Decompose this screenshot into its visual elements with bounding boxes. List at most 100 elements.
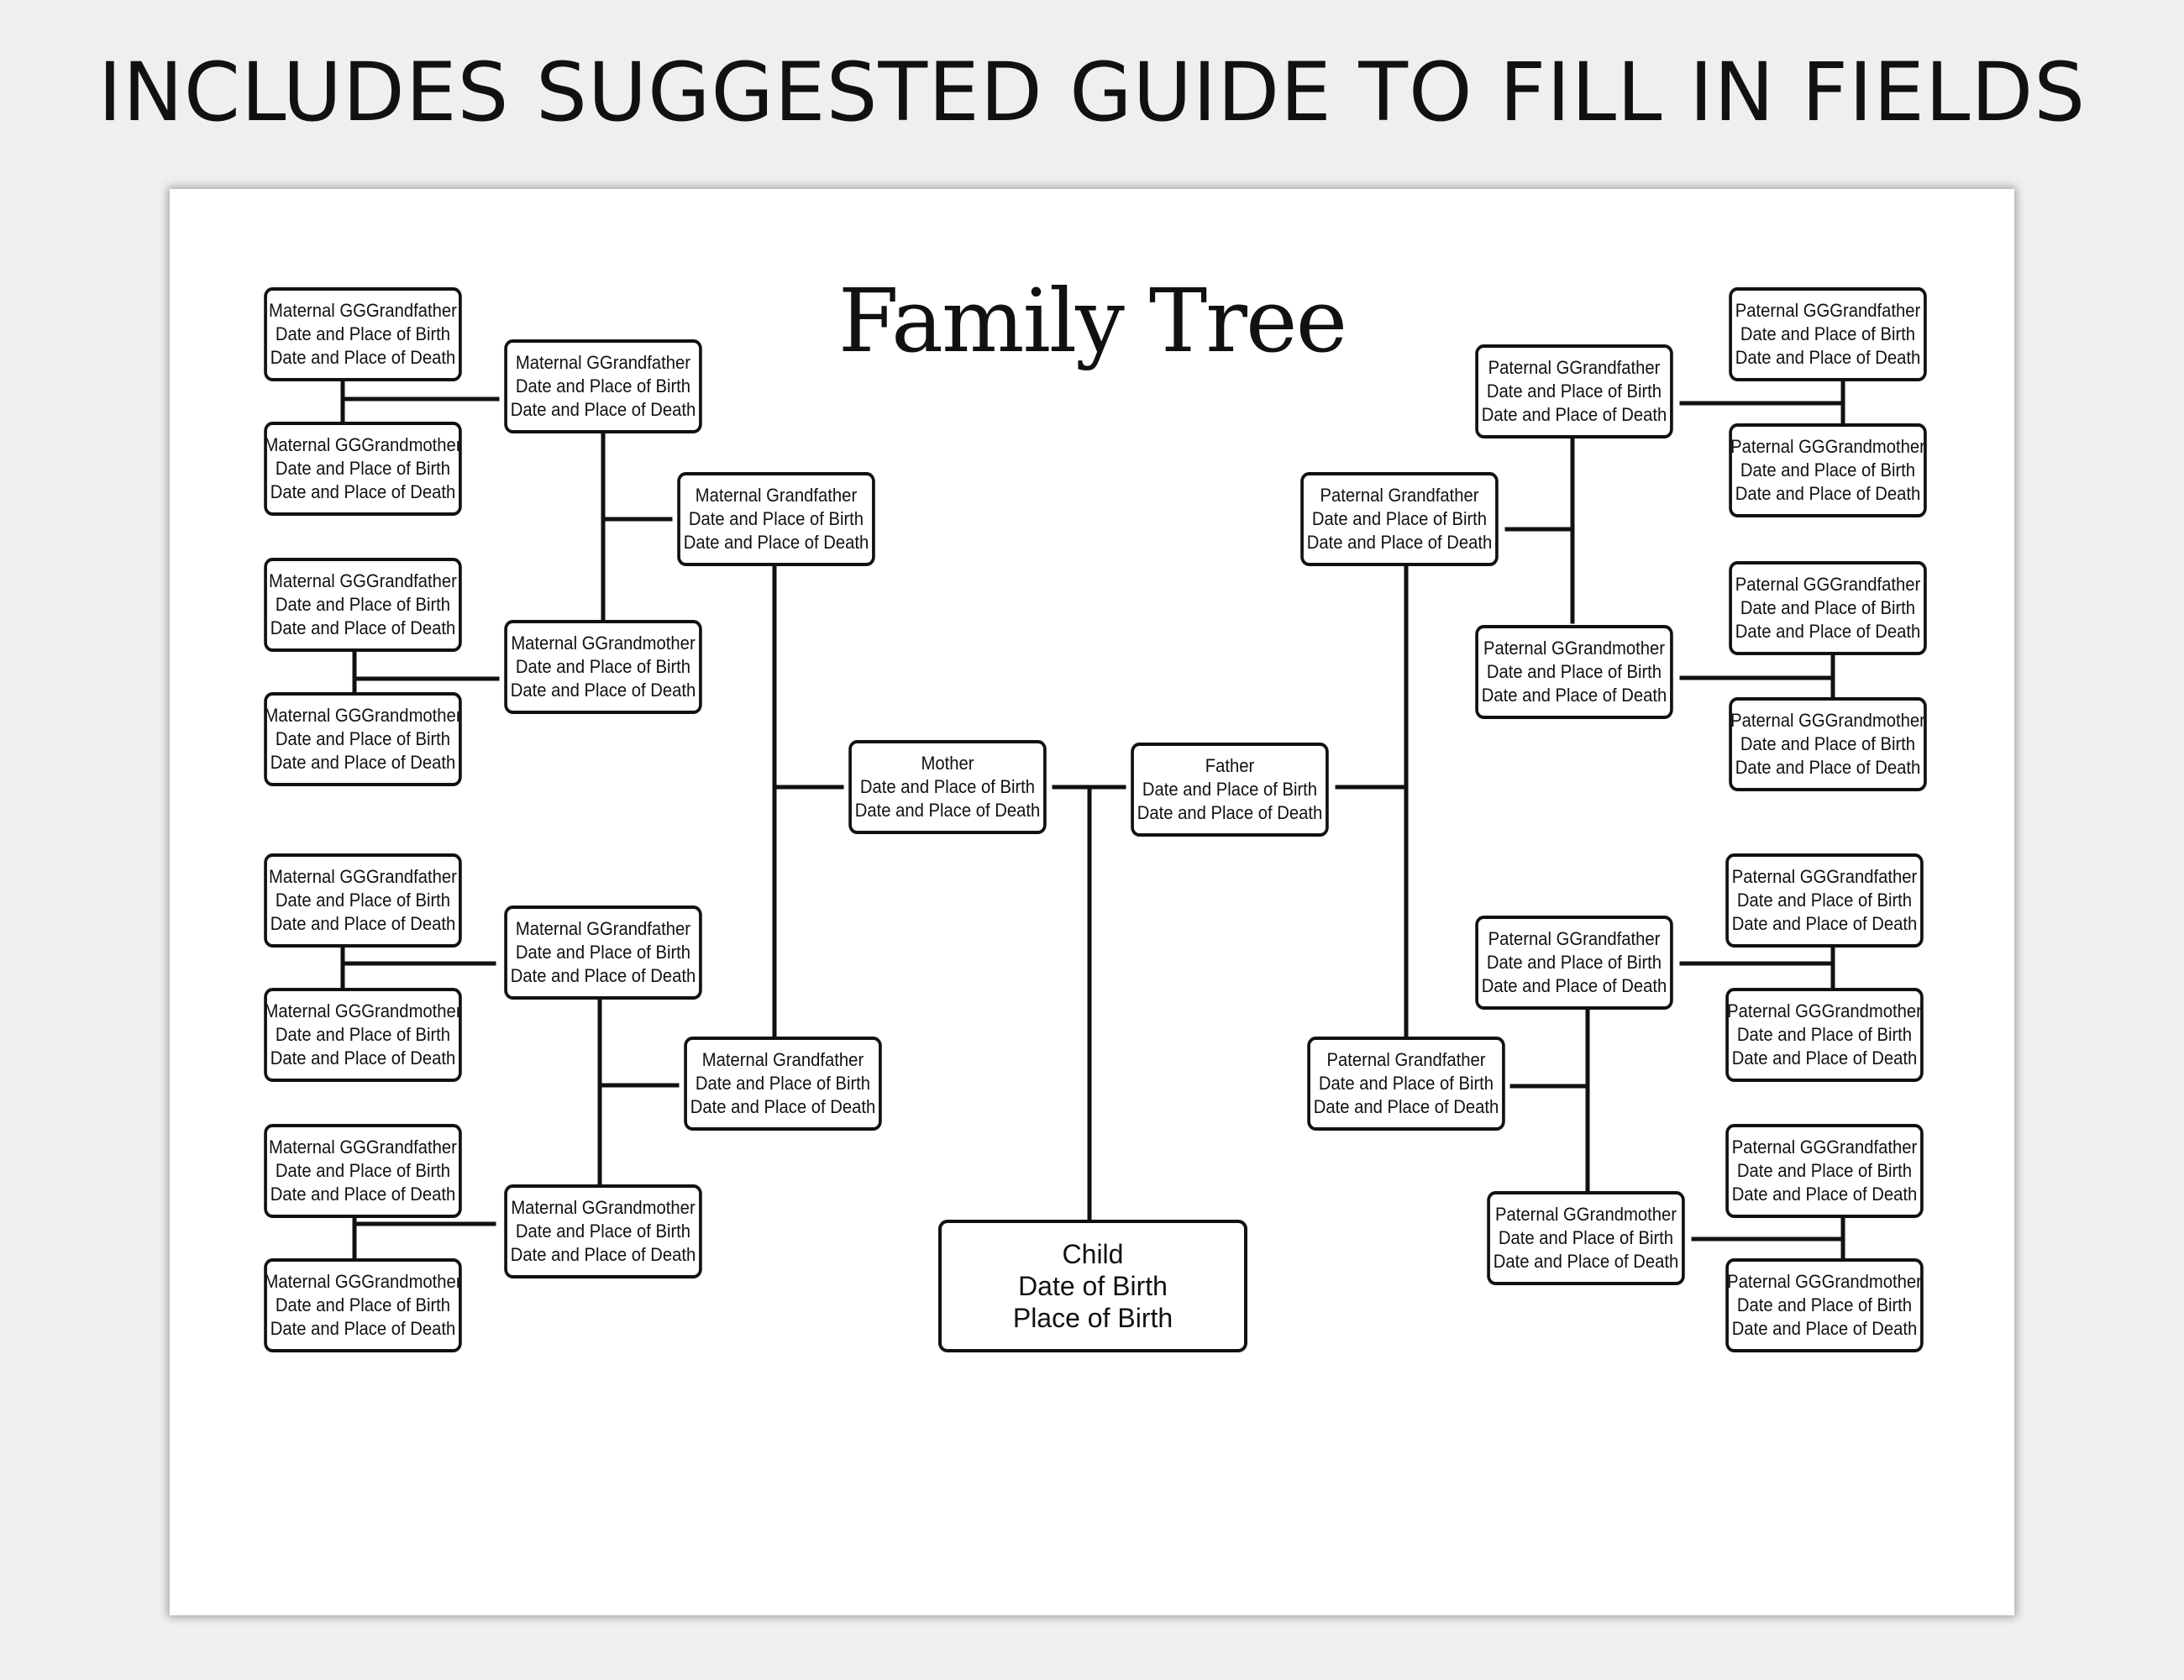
connector (1679, 654, 1835, 702)
box-death: Date and Place of Death (1731, 913, 1918, 934)
paternal-grandfather-box[interactable]: Paternal Grandfather Date and Place of B… (1307, 1037, 1505, 1131)
box-birth-place: Place of Birth (1012, 1303, 1173, 1333)
paternal-gggrandfather-box[interactable]: Paternal GGGrandfather Date and Place of… (1729, 561, 1927, 655)
box-birth: Date and Place of Birth (1740, 459, 1916, 480)
maternal-gggrandmother-box[interactable]: Maternal GGGrandmother Date and Place of… (264, 988, 462, 1082)
box-name: Maternal GGGrandmother (264, 1000, 462, 1021)
box-name: Maternal GGGrandfather (269, 570, 457, 591)
tree-sheet (170, 189, 2014, 1615)
paternal-ggrandmother-box[interactable]: Paternal GGrandmother Date and Place of … (1475, 625, 1673, 719)
box-birth: Date and Place of Birth (1486, 381, 1662, 402)
connector (597, 997, 680, 1189)
box-birth: Date and Place of Birth (1486, 661, 1662, 682)
box-birth: Date and Place of Birth (1736, 1294, 1913, 1315)
box-birth: Date and Place of Birth (515, 375, 691, 396)
box-name: Maternal Grandfather (701, 1049, 864, 1070)
box-death: Date and Place of Death (854, 800, 1041, 821)
box-death: Date and Place of Death (1481, 685, 1667, 706)
paternal-gggrandmother-box[interactable]: Paternal GGGrandmother Date and Place of… (1725, 988, 1924, 1082)
maternal-gggrandfather-box[interactable]: Maternal GGGrandfather Date and Place of… (264, 1124, 462, 1218)
maternal-grandfather-box[interactable]: Maternal Grandfather Date and Place of B… (677, 472, 875, 566)
maternal-gggrandfather-box[interactable]: Maternal GGGrandfather Date and Place of… (264, 287, 462, 381)
paternal-ggrandfather-box[interactable]: Paternal GGrandfather Date and Place of … (1475, 344, 1673, 438)
maternal-gggrandmother-box[interactable]: Maternal GGGrandmother Date and Place of… (264, 422, 462, 516)
box-birth: Date and Place of Birth (1740, 597, 1916, 618)
box-birth: Date and Place of Birth (1740, 323, 1916, 344)
tree-title: Family Tree (837, 270, 1347, 372)
box-death: Date and Place of Death (1735, 757, 1921, 778)
box-birth: Date and Place of Birth (1311, 508, 1488, 529)
mother-box[interactable]: Mother Date and Place of Birth Date and … (848, 740, 1047, 834)
box-name: Paternal GGGrandmother (1730, 436, 1925, 457)
box-death: Date and Place of Death (1735, 483, 1921, 504)
box-death: Date and Place of Death (683, 532, 869, 553)
box-birth: Date and Place of Birth (515, 942, 691, 963)
maternal-ggrandfather-box[interactable]: Maternal GGrandfather Date and Place of … (504, 906, 702, 1000)
box-death: Date and Place of Death (1137, 802, 1323, 823)
paternal-gggrandfather-box[interactable]: Paternal GGGrandfather Date and Place of… (1729, 287, 1927, 381)
connector (1504, 436, 1575, 624)
connector (1335, 564, 1409, 1041)
connector (352, 1215, 496, 1268)
box-birth: Date and Place of Birth (1498, 1227, 1674, 1248)
box-name: Paternal GGGrandfather (1731, 866, 1918, 887)
box-name: Paternal Grandfather (1320, 485, 1479, 506)
maternal-ggrandmother-box[interactable]: Maternal GGrandmother Date and Place of … (504, 620, 702, 714)
box-name: Paternal GGrandfather (1488, 928, 1661, 949)
box-death: Date and Place of Death (510, 399, 696, 420)
box-name: Maternal GGGrandmother (264, 705, 462, 726)
box-death: Date and Place of Death (510, 965, 696, 986)
box-birth: Date and Place of Birth (275, 890, 451, 911)
box-death: Date and Place of Death (1313, 1096, 1499, 1117)
maternal-grandfather-box[interactable]: Maternal Grandfather Date and Place of B… (684, 1037, 882, 1131)
box-name: Maternal GGGrandfather (269, 300, 457, 321)
box-death: Date and Place of Death (270, 1184, 456, 1205)
box-birth: Date and Place of Birth (515, 1221, 691, 1242)
connector (340, 377, 500, 427)
child-box[interactable]: Child Date of Birth Place of Birth (938, 1220, 1247, 1352)
paternal-gggrandmother-box[interactable]: Paternal GGGrandmother Date and Place of… (1729, 423, 1927, 517)
box-birth: Date and Place of Birth (688, 508, 864, 529)
box-death: Date and Place of Death (1481, 975, 1667, 996)
maternal-ggrandfather-box[interactable]: Maternal GGrandfather Date and Place of … (504, 339, 702, 433)
paternal-gggrandfather-box[interactable]: Paternal GGGrandfather Date and Place of… (1725, 853, 1924, 948)
box-birth: Date and Place of Birth (275, 458, 451, 479)
paternal-ggrandmother-box[interactable]: Paternal GGrandmother Date and Place of … (1487, 1191, 1685, 1285)
headline: INCLUDES SUGGESTED GUIDE TO FILL IN FIEL… (97, 45, 2087, 139)
maternal-gggrandfather-box[interactable]: Maternal GGGrandfather Date and Place of… (264, 853, 462, 948)
box-death: Date and Place of Death (1735, 621, 1921, 642)
box-name: Paternal GGGrandmother (1727, 1271, 1922, 1292)
box-death: Date and Place of Death (270, 1047, 456, 1068)
box-name: Maternal GGGrandfather (269, 866, 457, 887)
box-name: Maternal GGGrandmother (264, 1271, 462, 1292)
box-birth: Date and Place of Birth (275, 1024, 451, 1045)
box-death: Date and Place of Death (1731, 1047, 1918, 1068)
box-death: Date and Place of Death (690, 1096, 876, 1117)
box-birth: Date and Place of Birth (1736, 1024, 1913, 1045)
box-name: Paternal GGrandmother (1483, 638, 1665, 659)
maternal-ggrandmother-box[interactable]: Maternal GGrandmother Date and Place of … (504, 1184, 702, 1278)
box-name: Paternal GGGrandfather (1731, 1137, 1918, 1158)
box-name: Maternal Grandfather (695, 485, 858, 506)
box-death: Date and Place of Death (1731, 1184, 1918, 1205)
maternal-gggrandmother-box[interactable]: Maternal GGGrandmother Date and Place of… (264, 692, 462, 786)
box-death: Date and Place of Death (270, 347, 456, 368)
box-birth: Date and Place of Birth (1142, 779, 1318, 800)
box-death: Date and Place of Death (1493, 1251, 1679, 1272)
box-birth: Date and Place of Birth (275, 323, 451, 344)
maternal-gggrandfather-box[interactable]: Maternal GGGrandfather Date and Place of… (264, 558, 462, 652)
paternal-gggrandfather-box[interactable]: Paternal GGGrandfather Date and Place of… (1725, 1124, 1924, 1218)
maternal-gggrandmother-box[interactable]: Maternal GGGrandmother Date and Place of… (264, 1258, 462, 1352)
box-name: Paternal Grandfather (1326, 1049, 1486, 1070)
father-box[interactable]: Father Date and Place of Birth Date and … (1131, 743, 1329, 837)
paternal-grandfather-box[interactable]: Paternal Grandfather Date and Place of B… (1300, 472, 1499, 566)
connector (772, 564, 844, 1041)
paternal-ggrandfather-box[interactable]: Paternal GGrandfather Date and Place of … (1475, 916, 1673, 1010)
connector (352, 647, 500, 696)
box-death: Date and Place of Death (270, 752, 456, 773)
box-death: Date and Place of Death (510, 680, 696, 701)
paternal-gggrandmother-box[interactable]: Paternal GGGrandmother Date and Place of… (1729, 697, 1927, 791)
box-name: Maternal GGrandfather (515, 352, 691, 373)
paternal-gggrandmother-box[interactable]: Paternal GGGrandmother Date and Place of… (1725, 1258, 1924, 1352)
